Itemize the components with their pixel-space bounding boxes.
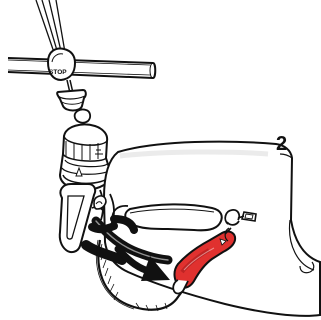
stop-label: STOP — [49, 69, 67, 76]
control-bar — [8, 58, 155, 78]
stopper-ball: STOP — [48, 49, 75, 80]
quick-release — [60, 124, 111, 190]
swivel-block — [57, 90, 90, 123]
step-number: 2 — [276, 134, 287, 154]
